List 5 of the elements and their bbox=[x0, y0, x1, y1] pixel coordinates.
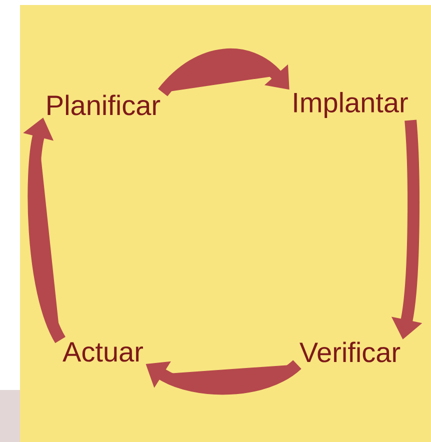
step-label: Implantar bbox=[294, 92, 408, 118]
curved-arrow bbox=[158, 48, 290, 96]
step-label: Planificar bbox=[48, 94, 160, 116]
step-label: Actuar bbox=[62, 342, 143, 362]
step-label: Verificar bbox=[300, 342, 400, 362]
